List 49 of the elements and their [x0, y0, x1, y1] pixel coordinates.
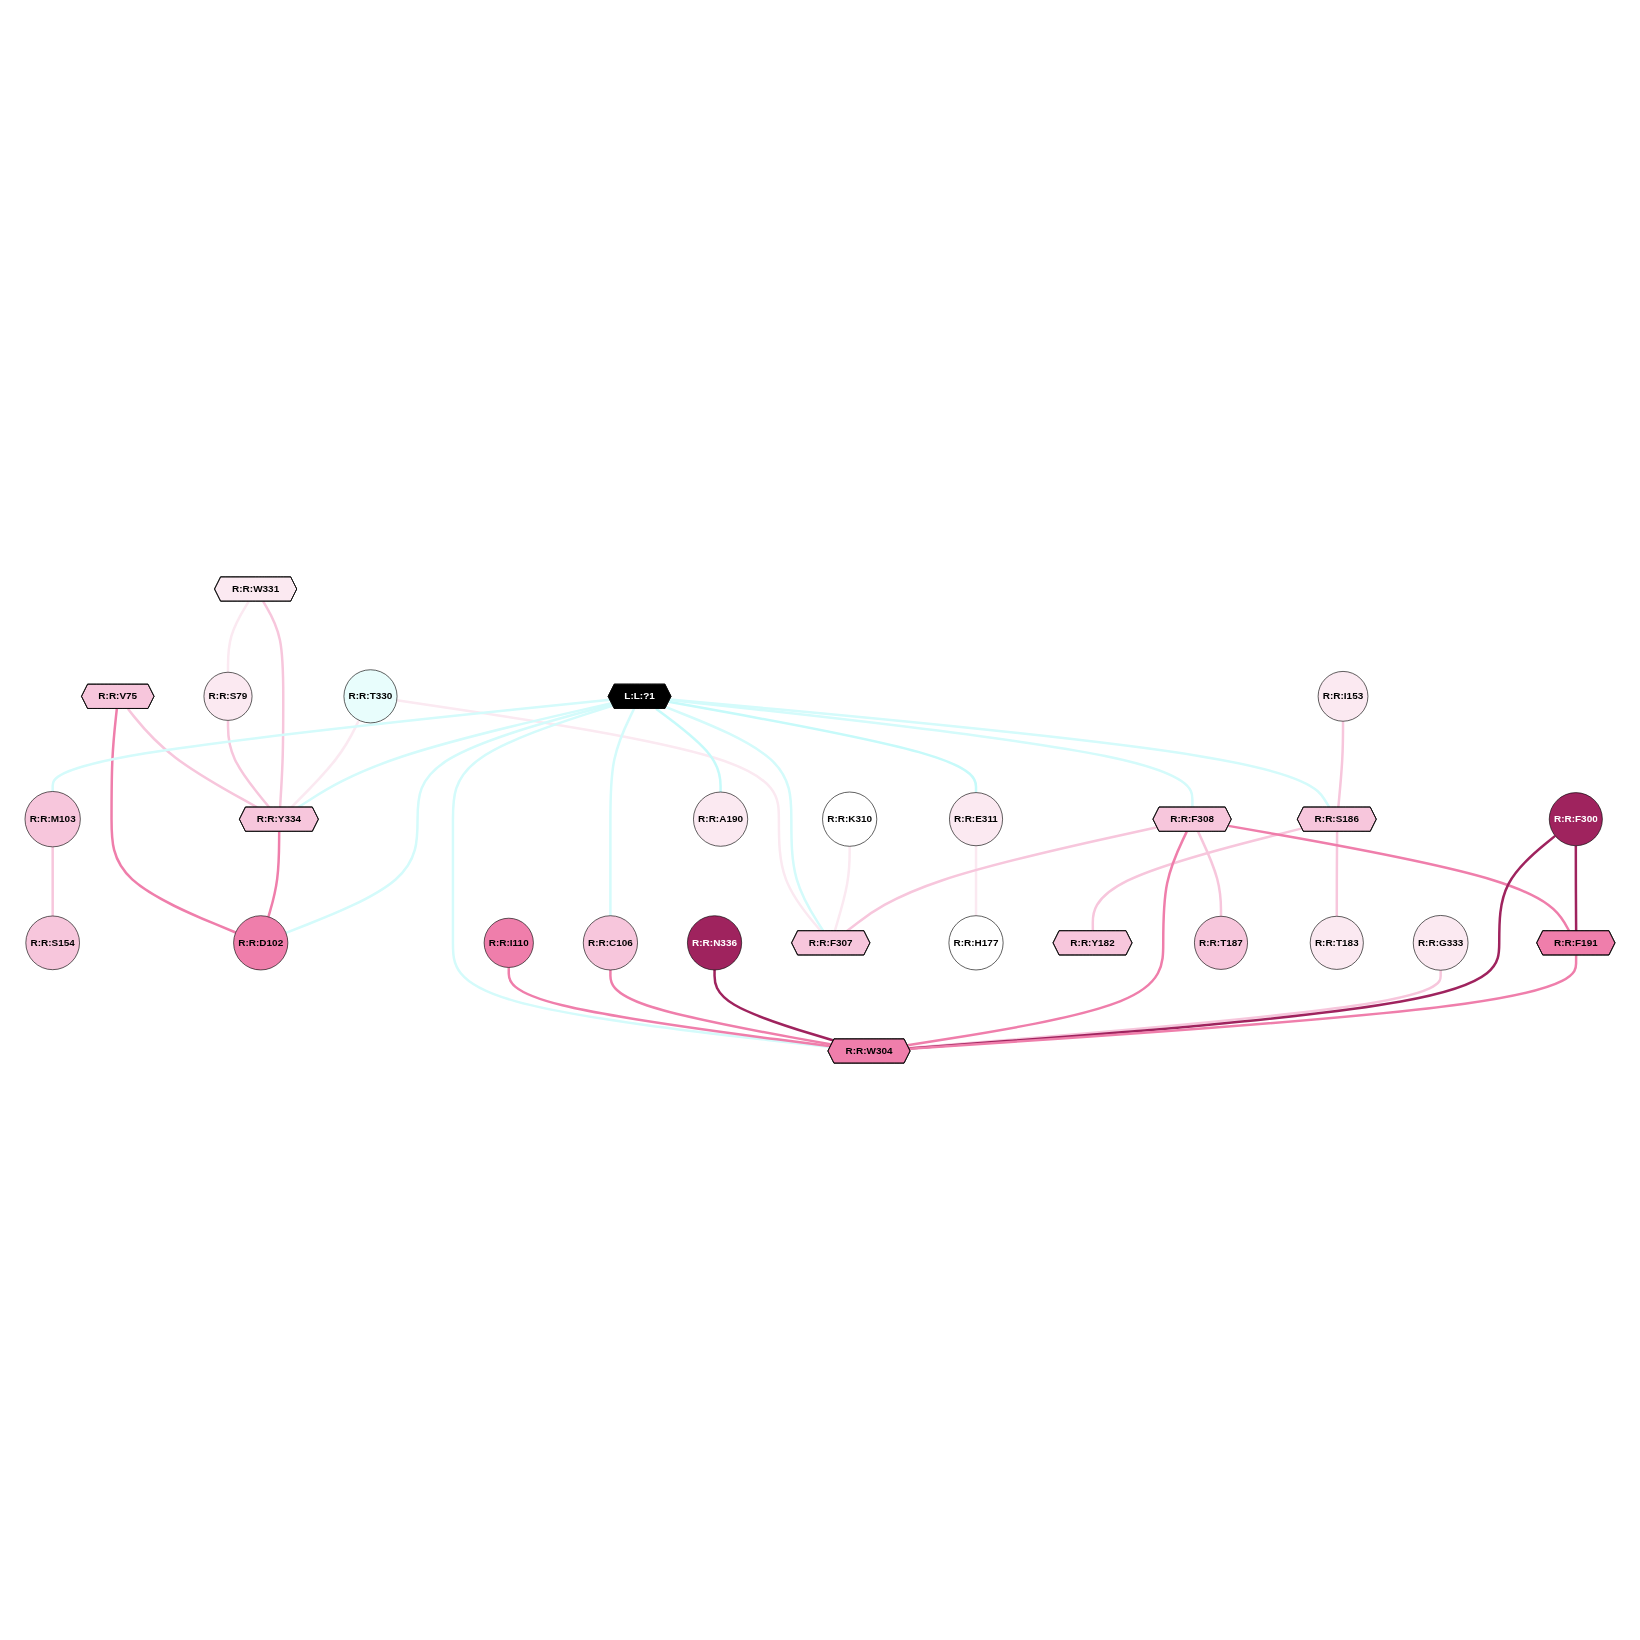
connector [51, 698, 611, 792]
connector [713, 969, 834, 1042]
node-circle: R:R:S154 [25, 915, 80, 970]
connector [451, 704, 831, 1049]
connector [668, 700, 978, 793]
node-circle: R:R:D102 [233, 915, 289, 971]
node-circle: R:R:K310 [822, 791, 878, 847]
connector [297, 701, 612, 809]
node-circle: R:R:I153 [1317, 671, 1369, 722]
node-circle: R:R:E311 [949, 792, 1003, 847]
node-circle: R:R:H177 [948, 915, 1004, 971]
connector [267, 831, 281, 918]
connector [51, 846, 54, 916]
connector [126, 708, 258, 809]
connector [1091, 827, 1303, 931]
node-circle: R:R:T187 [1194, 915, 1248, 970]
connector [290, 719, 361, 809]
connector [285, 703, 613, 935]
connector [655, 707, 722, 793]
connector [262, 600, 285, 808]
connector [909, 955, 1578, 1050]
node-circle: R:R:N336 [687, 915, 742, 971]
connector [1196, 831, 1223, 917]
node-circle: R:R:S79 [203, 671, 253, 721]
node-circle: R:R:C106 [582, 915, 638, 971]
connector [1228, 824, 1571, 932]
node-circle: R:R:A190 [693, 791, 748, 847]
connector [609, 708, 636, 916]
connector [669, 698, 1331, 808]
connector [669, 698, 1194, 808]
connector [507, 967, 831, 1048]
node-circle: R:R:G333 [1412, 915, 1469, 971]
connector [609, 969, 832, 1046]
node-circle: R:R:T330 [343, 669, 398, 724]
connector [665, 705, 825, 932]
connector [846, 826, 1158, 932]
connector [1335, 831, 1339, 917]
connector [907, 831, 1188, 1047]
connector [1574, 845, 1578, 931]
node-circle: R:R:F300 [1548, 792, 1603, 847]
node-circle: R:R:T183 [1309, 915, 1364, 970]
connector [833, 846, 851, 932]
node-circle: R:R:M103 [24, 791, 81, 848]
connector [226, 720, 271, 809]
node-circle: R:R:I110 [483, 917, 534, 968]
connector [226, 600, 250, 673]
connector [1337, 721, 1345, 808]
connector [110, 708, 237, 934]
connector [396, 699, 822, 932]
